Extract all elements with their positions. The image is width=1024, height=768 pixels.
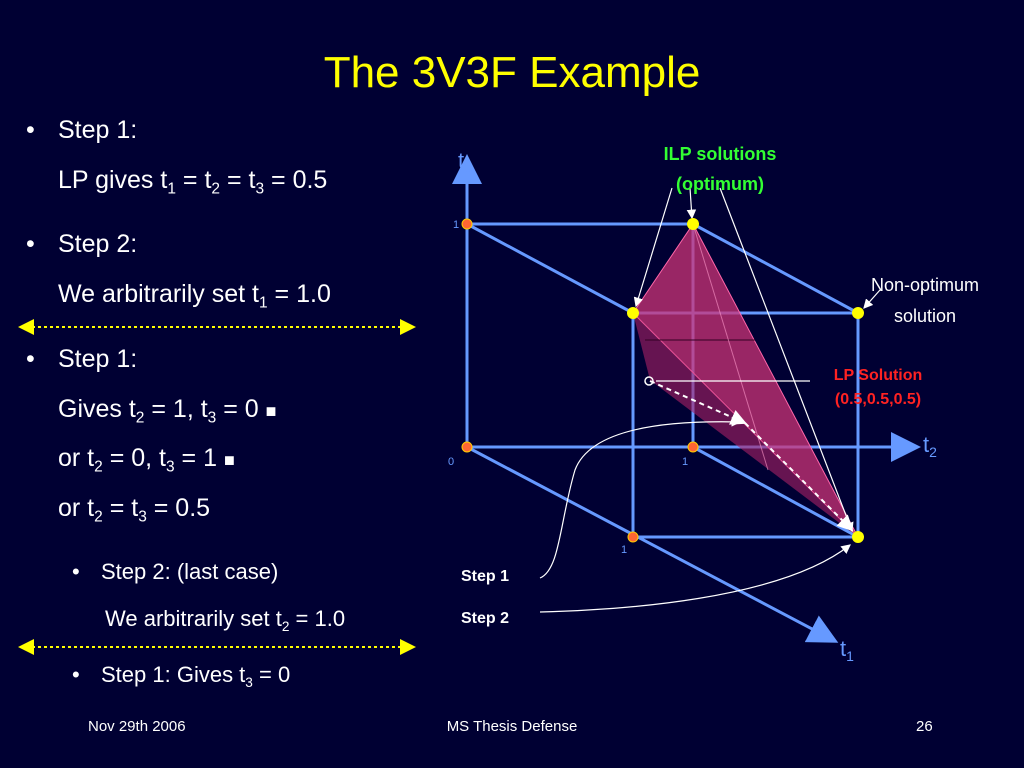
ilp-vertex-bottom [852,531,864,543]
nonopt-vertex [852,307,864,319]
tick-t1: 1 [621,544,627,556]
ilp-label-1: ILP solutions [664,144,777,164]
nonopt-label-1: Non-optimum [871,275,979,295]
bullet-dot: • [72,559,80,584]
bullet-dot: • [72,662,80,687]
lp-label-1: LP Solution [834,367,923,384]
cube-edges [452,154,921,643]
bullet-step1b-line1: Gives t2 = 1, t3 = 0 ■ [58,395,277,427]
bullet-step1b-line2: or t2 = 0, t3 = 1 ■ [58,444,235,476]
bullet-step2b-line: We arbitrarily set t2 = 1.0 [105,606,346,634]
nonopt-label-2: solution [894,306,956,326]
axis-t2-label: t2 [923,432,937,460]
axis-t3-label: t3 [458,148,472,176]
bullet-step1-head: Step 1: [58,116,138,144]
step1-callout [539,416,742,579]
nonopt-callout [863,289,881,309]
bullet-dot: • [26,116,35,144]
tick-t3: 1 [453,219,459,231]
step2-label: Step 2 [461,610,509,627]
step2-dashed-arrow [744,422,854,532]
lp-label-2: (0.5,0.5,0.5) [835,391,921,408]
ilp-label-2: (optimum) [676,174,764,194]
axis-t1-label: t1 [840,636,854,664]
ilp-callout-2 [686,187,697,220]
bullet-step2b-head: Step 2: (last case) [101,559,279,584]
vertex-t1 [627,531,639,543]
ilp-callout-1 [633,187,673,308]
bullet-step1c-line: Step 1: Gives t3 = 0 [101,662,291,690]
bullet-step2-head: Step 2: [58,230,138,258]
bullet-dot: • [26,230,35,258]
slide-title: The 3V3F Example [323,48,701,97]
footer-center: MS Thesis Defense [446,718,578,735]
step1-label: Step 1 [461,568,509,585]
tick-t2: 1 [682,456,688,468]
vertex-t2 [687,441,699,453]
bullet-step1b-line3: or t2 = t3 = 0.5 [58,494,211,526]
bullet-step1-line: LP gives t1 = t2 = t3 = 0.5 [58,166,328,198]
ilp-vertex-left [627,307,639,319]
footer-page-number: 26 [916,718,933,735]
bullet-step1b-head: Step 1: [58,345,138,373]
ilp-vertex-top [687,218,699,230]
lp-solution-point [644,376,654,386]
step2-callout [539,544,851,613]
ilp-callout-3 [719,187,854,533]
footer-date: Nov 29th 2006 [88,718,186,735]
bullet-dot: • [26,345,35,373]
vertex-origin [461,441,473,453]
axis-t1-line [466,445,839,643]
bullet-step2-line: We arbitrarily set t1 = 1.0 [58,280,331,312]
tick-origin: 0 [448,456,454,468]
vertex-t3 [461,218,473,230]
